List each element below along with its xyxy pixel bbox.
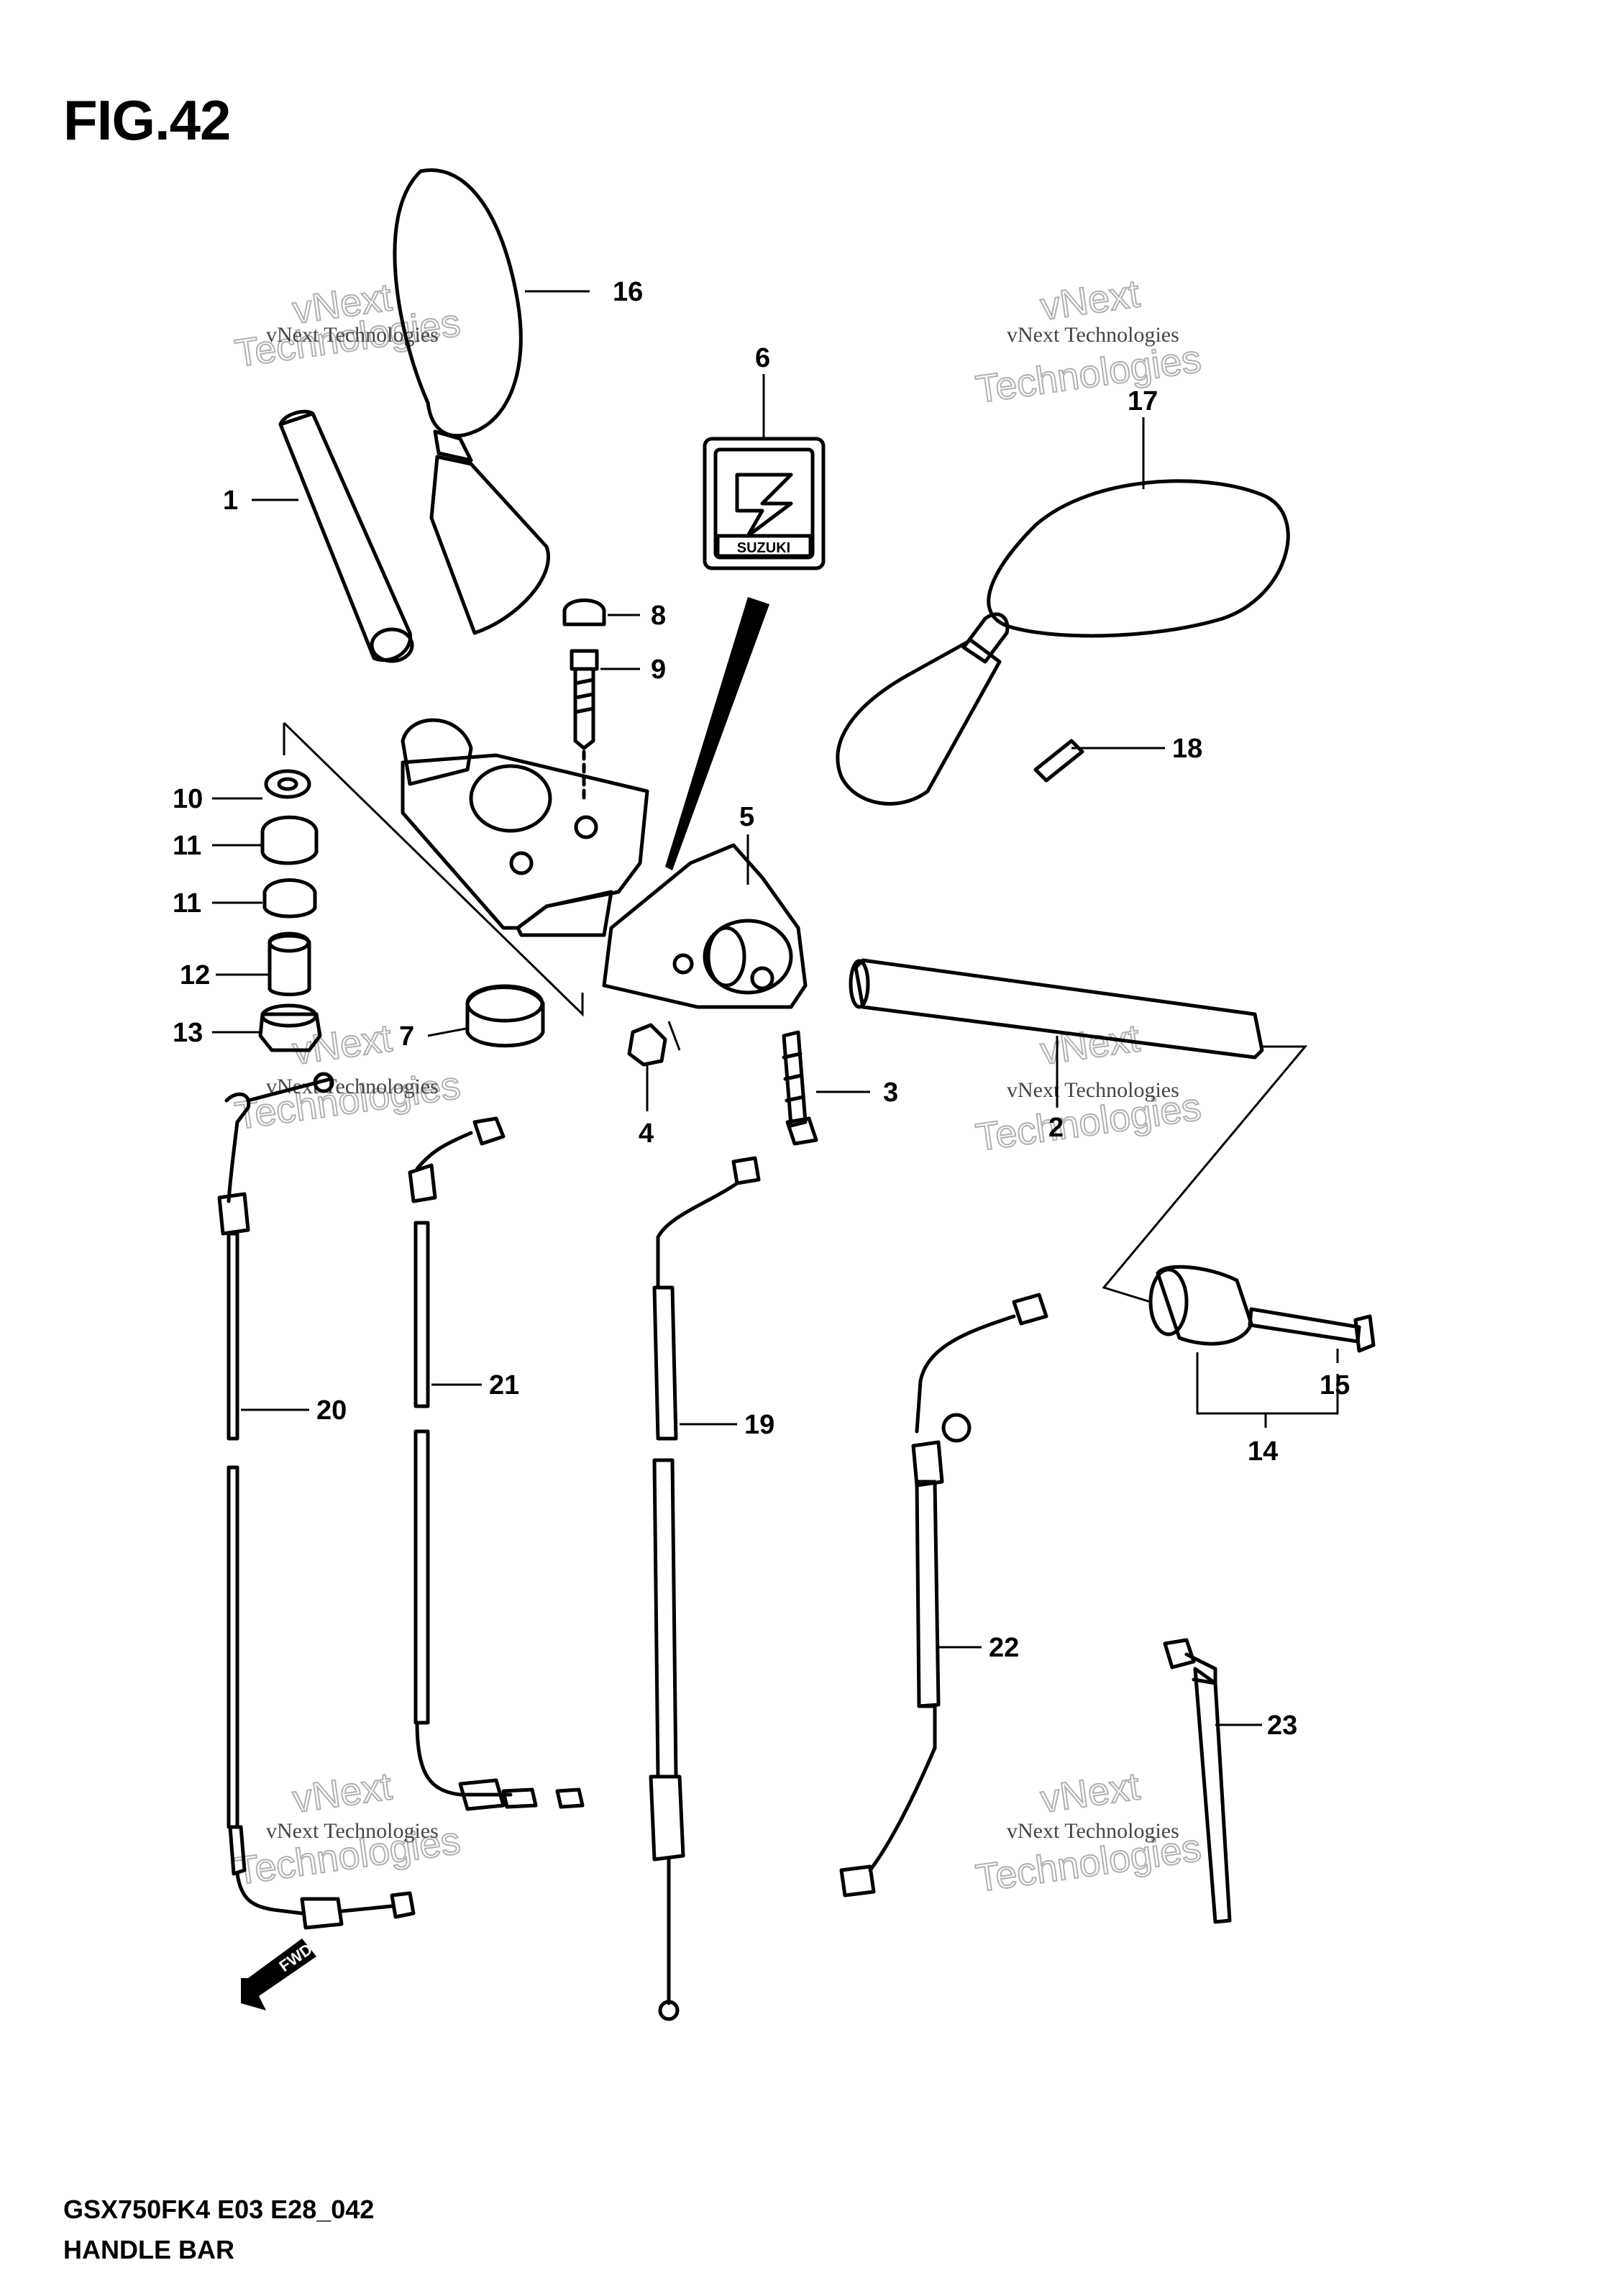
- callout-19: 19: [680, 1410, 774, 1440]
- callout-21: 21: [431, 1370, 519, 1400]
- svg-text:vNext Technologies: vNext Technologies: [266, 1075, 439, 1098]
- bar-end-weight: [1148, 1265, 1376, 1415]
- svg-text:SUZUKI: SUZUKI: [737, 540, 790, 556]
- svg-text:1: 1: [223, 486, 238, 516]
- svg-text:vNext: vNext: [1038, 1764, 1142, 1821]
- svg-text:15: 15: [1320, 1370, 1350, 1400]
- callout-16: 16: [525, 277, 643, 307]
- svg-text:vNext Technologies: vNext Technologies: [1007, 323, 1179, 347]
- clamp-bolt: [782, 1030, 818, 1146]
- left-mirror: [393, 168, 550, 635]
- callout-11b: 11: [173, 888, 262, 919]
- callout-2: 2: [1048, 1036, 1064, 1143]
- svg-text:vNext: vNext: [290, 1764, 394, 1821]
- cable-tie-23: [1163, 1638, 1232, 1924]
- section-title: HANDLE BAR: [63, 2235, 234, 2264]
- throttle-cable-20: [217, 1072, 416, 1930]
- svg-text:vNext: vNext: [1038, 272, 1142, 329]
- callout-15: 15: [1320, 1349, 1350, 1400]
- cap-and-bolt: [562, 598, 606, 801]
- callout-6: 6: [755, 343, 770, 439]
- cable-22: [839, 1293, 1048, 1898]
- callout-4: 4: [639, 1065, 654, 1149]
- callout-11a: 11: [173, 831, 262, 861]
- callout-8: 8: [608, 601, 666, 631]
- svg-text:16: 16: [613, 277, 643, 307]
- watermark-2: Technologies vNext vNext Technologies: [972, 271, 1205, 412]
- svg-text:12: 12: [180, 960, 210, 990]
- callout-3: 3: [816, 1078, 898, 1108]
- handlebar-tube: [849, 958, 1308, 1303]
- svg-text:8: 8: [651, 601, 666, 631]
- callout-20: 20: [241, 1395, 347, 1426]
- throttle-cable-21: [408, 1116, 585, 1811]
- handlebar-clamp: [602, 843, 808, 1009]
- svg-text:13: 13: [173, 1018, 203, 1048]
- steering-bracket: [283, 718, 649, 1017]
- model-code: GSX750FK4 E03 E28_042: [63, 2195, 375, 2224]
- callout-1: 1: [223, 486, 298, 516]
- reference-wedge: [665, 597, 769, 870]
- svg-text:19: 19: [744, 1410, 774, 1440]
- suzuki-emblem: SUZUKI: [703, 437, 826, 570]
- svg-text:Technologies: Technologies: [973, 337, 1204, 411]
- callout-13: 13: [173, 1018, 259, 1048]
- watermark-3: Technologies vNext vNext Technologies: [232, 1016, 464, 1139]
- bushing-stack: [258, 769, 322, 1052]
- callout-18: 18: [1033, 734, 1202, 783]
- callout-10: 10: [173, 784, 262, 814]
- clutch-cable-19: [649, 1156, 761, 2021]
- svg-text:vNext: vNext: [1038, 1016, 1142, 1073]
- callout-5: 5: [739, 802, 754, 885]
- svg-text:vNext Technologies: vNext Technologies: [266, 323, 439, 347]
- watermark-4: Technologies vNext vNext Technologies: [972, 1016, 1205, 1160]
- callout-17: 17: [1128, 386, 1158, 489]
- svg-text:4: 4: [639, 1119, 654, 1149]
- svg-text:22: 22: [989, 1633, 1019, 1663]
- svg-text:20: 20: [316, 1395, 347, 1426]
- svg-text:11: 11: [173, 888, 201, 919]
- callout-12: 12: [180, 960, 270, 990]
- callout-22: 22: [938, 1633, 1019, 1663]
- figure-title: FIG.42: [63, 88, 231, 152]
- svg-text:9: 9: [651, 655, 666, 685]
- svg-text:23: 23: [1267, 1710, 1297, 1741]
- rubber-cap: [465, 984, 545, 1048]
- svg-text:14: 14: [1248, 1436, 1278, 1467]
- callout-14: 14: [1248, 1413, 1278, 1467]
- svg-text:11: 11: [173, 831, 201, 861]
- svg-text:7: 7: [399, 1021, 414, 1052]
- svg-text:18: 18: [1172, 734, 1202, 764]
- callout-9: 9: [600, 655, 666, 685]
- callout-23: 23: [1215, 1710, 1297, 1741]
- svg-text:17: 17: [1128, 386, 1158, 416]
- clamp-nut: [627, 1021, 681, 1067]
- svg-text:3: 3: [883, 1078, 898, 1108]
- left-grip: [278, 409, 414, 663]
- svg-text:vNext Technologies: vNext Technologies: [1007, 1078, 1179, 1102]
- right-mirror: [836, 479, 1290, 806]
- svg-text:vNext Technologies: vNext Technologies: [1007, 1819, 1179, 1843]
- forward-arrow: FWD: [241, 1939, 316, 2010]
- svg-text:6: 6: [755, 343, 770, 373]
- callout-7: 7: [399, 1021, 467, 1052]
- watermark-6: Technologies vNext vNext Technologies: [972, 1764, 1205, 1901]
- svg-text:21: 21: [489, 1370, 519, 1400]
- watermark-1: Technologies vNext vNext Technologies: [232, 275, 464, 376]
- svg-text:10: 10: [173, 784, 203, 814]
- svg-text:5: 5: [739, 802, 754, 832]
- watermark-5: Technologies vNext vNext Technologies: [232, 1764, 464, 1894]
- svg-text:2: 2: [1048, 1113, 1064, 1143]
- svg-text:vNext Technologies: vNext Technologies: [266, 1819, 439, 1843]
